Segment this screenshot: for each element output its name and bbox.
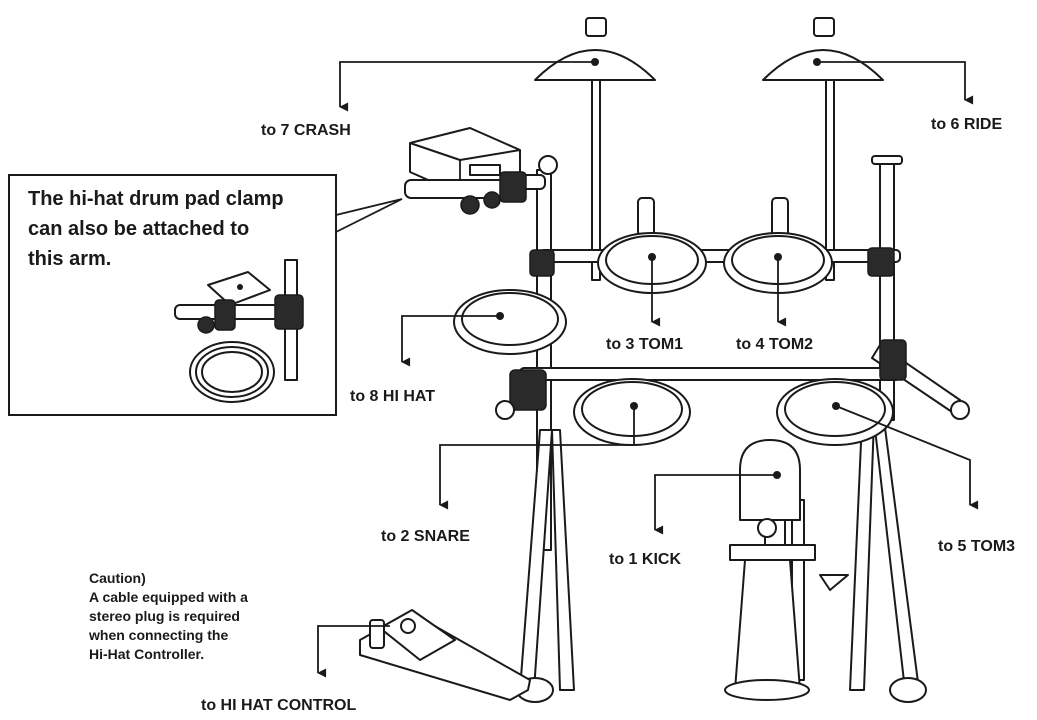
label-tom1: to 3 TOM1 [606,336,684,353]
arrow-hihat-control [317,625,390,678]
connection-arrows [317,61,979,678]
label-kick: to 1 KICK [609,551,681,568]
snare-pad [573,378,691,446]
ride-cymbal [762,17,884,81]
caution-line: Hi-Hat Controller. [89,646,205,662]
arrow-crash [339,61,595,112]
callout-pointer [335,198,403,233]
label-crash: to 7 CRASH [261,122,351,139]
caution-line: when connecting the [89,627,229,643]
crash-cymbal [534,17,656,81]
caution-note: Caution) A cable equipped with a stereo … [89,569,248,664]
label-hihat-control: to HI HAT CONTROL [201,697,357,714]
caution-line: Caution) [89,570,146,586]
hihat-controller-pedal [359,609,531,701]
kick-pedal [724,439,849,701]
label-tom2: to 4 TOM2 [736,336,814,353]
drum-rack [469,79,970,703]
caution-line: A cable equipped with a [89,589,248,605]
inset-hihat-clamp-illustration [174,259,304,403]
callout-line: can also be attached to [28,218,250,240]
label-ride: to 6 RIDE [931,116,1003,133]
hihat-pad [453,289,567,355]
label-hihat: to 8 HI HAT [350,388,436,405]
label-tom3: to 5 TOM3 [938,538,1016,555]
caution-line: stereo plug is required [89,608,240,624]
drum-module [404,127,527,215]
tom3-pad [776,378,894,446]
callout-text: The hi-hat drum pad clamp can also be at… [28,184,284,274]
arrow-tom3 [835,405,979,510]
callout-line: this arm. [28,248,112,270]
callout-line: The hi-hat drum pad clamp [28,188,284,210]
arrow-ride [817,61,974,105]
arrow-kick [654,474,777,535]
arrow-snare [439,406,635,510]
arrow-hihat [401,315,500,367]
label-snare: to 2 SNARE [381,528,470,545]
